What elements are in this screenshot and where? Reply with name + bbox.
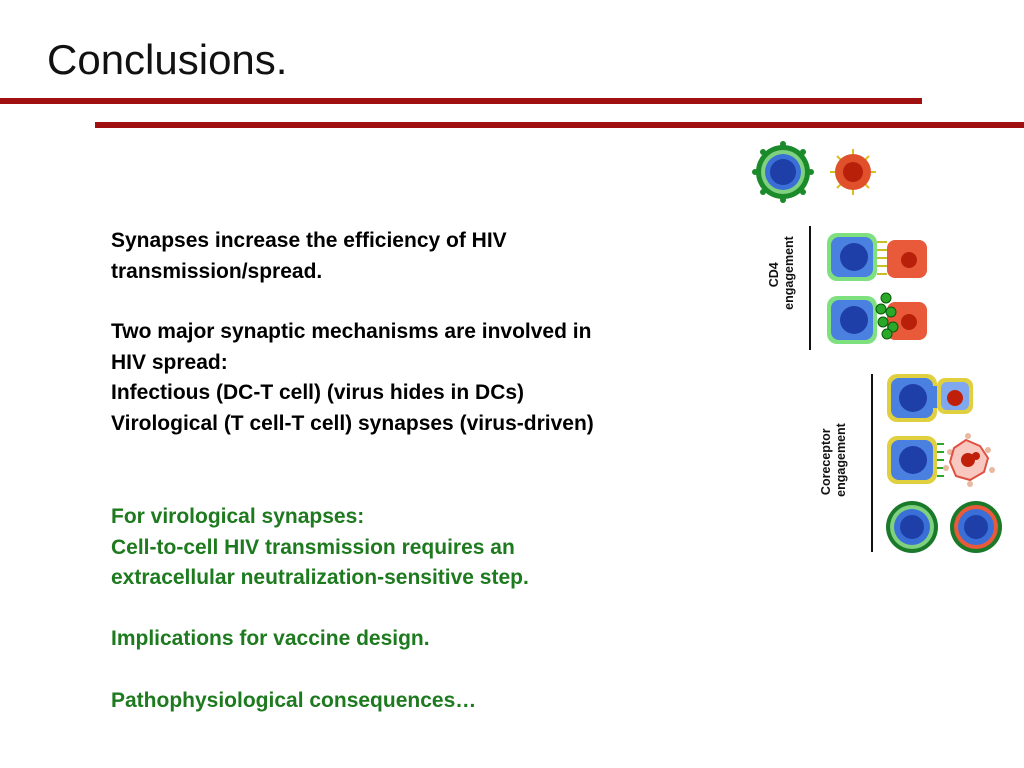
coreceptor-label-line: engagement	[834, 422, 848, 496]
title-rule-bottom	[95, 122, 1024, 128]
cd4-synapse-2	[827, 292, 927, 344]
text-line: Infectious (DC-T cell) (virus hides in D…	[111, 381, 525, 404]
text-line: Cell-to-cell HIV transmission requires a…	[111, 535, 515, 559]
conclusion-vaccine: Implications for vaccine design.	[111, 627, 430, 650]
coreceptor-label-line: Coreceptor	[819, 428, 833, 495]
conclusion-virological-synapses: For virological synapses: Cell-to-cell H…	[111, 502, 529, 594]
free-blue-cell	[752, 141, 814, 203]
text-line: Two major synaptic mechanisms are involv…	[111, 320, 592, 343]
conclusion-mechanisms: Two major synaptic mechanisms are involv…	[111, 317, 594, 439]
text-line: HIV spread:	[111, 350, 228, 374]
text-line: For virological synapses:	[111, 505, 365, 528]
text-line: extracellular neutralization-sensitive s…	[111, 566, 529, 589]
synapse-diagram: CD4 engagement Coreceptor engagement	[752, 141, 1002, 553]
free-red-cell	[830, 149, 876, 195]
slide-title: Conclusions.	[47, 36, 288, 83]
text-line: Virological (T cell-T cell) synapses (vi…	[111, 411, 594, 435]
cd4-label: CD4 engagement	[767, 235, 796, 309]
cd4-synapse-1	[827, 233, 927, 281]
title-rule-top	[0, 98, 922, 104]
text-line: Synapses increase the efficiency of HIV	[111, 229, 507, 252]
coreceptor-label: Coreceptor engagement	[819, 422, 848, 496]
conclusion-synapse-efficiency: Synapses increase the efficiency of HIV …	[111, 226, 507, 287]
text-line: transmission/spread.	[111, 259, 323, 283]
coreceptor-synapse-2	[887, 433, 995, 487]
coreceptor-synapse-3	[886, 501, 1002, 553]
conclusion-pathophysiology: Pathophysiological consequences…	[111, 689, 477, 712]
cd4-label-line: engagement	[782, 235, 796, 309]
cd4-label-line: CD4	[767, 262, 781, 287]
coreceptor-synapse-1	[887, 374, 973, 422]
